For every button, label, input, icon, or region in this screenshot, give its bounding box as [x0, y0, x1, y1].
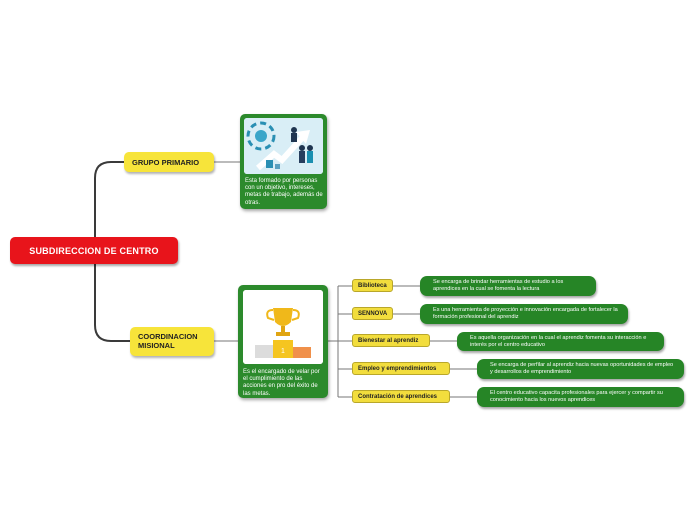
grupo-primario-node[interactable]: GRUPO PRIMARIO	[124, 152, 214, 172]
grupo-primario-label: GRUPO PRIMARIO	[132, 157, 200, 167]
grupo-primario-description: Esta formado por personas con un objetiv…	[245, 178, 323, 206]
coordinacion-misional-label: COORDINACION MISIONAL	[138, 332, 198, 350]
contratacion-node[interactable]: Contratación de aprendices	[352, 390, 450, 403]
connector-root-trunk	[94, 161, 124, 237]
coordinacion-description: Es el encargado de velar por el cumplimi…	[243, 369, 320, 397]
empleo-description: Se encarga de perfilar al aprendiz hacia…	[477, 359, 684, 379]
sennova-node[interactable]: SENNOVA	[352, 307, 393, 320]
connector-root-coord	[94, 264, 130, 342]
business-growth-arrow-icon	[244, 118, 323, 174]
root-topic[interactable]: SUBDIRECCION DE CENTRO	[10, 237, 178, 264]
coordinacion-card[interactable]: 1 Es el encargado de velar por el cumpli…	[238, 285, 328, 398]
bienestar-description: Es aquella organización en la cual el ap…	[457, 332, 664, 351]
contratacion-description: El centro educativo capacita profesional…	[477, 387, 684, 407]
root-topic-label: SUBDIRECCION DE CENTRO	[29, 245, 159, 256]
bienestar-node[interactable]: Bienestar al aprendiz	[352, 334, 430, 347]
svg-text:1: 1	[281, 348, 285, 355]
biblioteca-node[interactable]: Biblioteca	[352, 279, 393, 292]
biblioteca-description: Se encarga de brindar herramientas de es…	[420, 276, 596, 296]
empleo-label: Empleo y emprendimientos	[358, 365, 437, 372]
trophy-podium-image: 1	[243, 290, 323, 364]
connector-coord-sub	[328, 285, 352, 398]
business-growth-image	[244, 118, 323, 174]
sennova-label: SENNOVA	[358, 310, 388, 317]
biblioteca-label: Biblioteca	[358, 282, 387, 289]
bienestar-label: Bienestar al aprendiz	[358, 337, 419, 344]
coordinacion-misional-node[interactable]: COORDINACION MISIONAL	[130, 327, 214, 356]
grupo-primario-card[interactable]: Esta formado por personas con un objetiv…	[240, 114, 327, 209]
contratacion-label: Contratación de aprendices	[358, 393, 438, 400]
trophy-podium-icon: 1	[243, 290, 323, 364]
empleo-node[interactable]: Empleo y emprendimientos	[352, 362, 450, 375]
sennova-description: Es una herramienta de proyección e innov…	[420, 304, 628, 324]
